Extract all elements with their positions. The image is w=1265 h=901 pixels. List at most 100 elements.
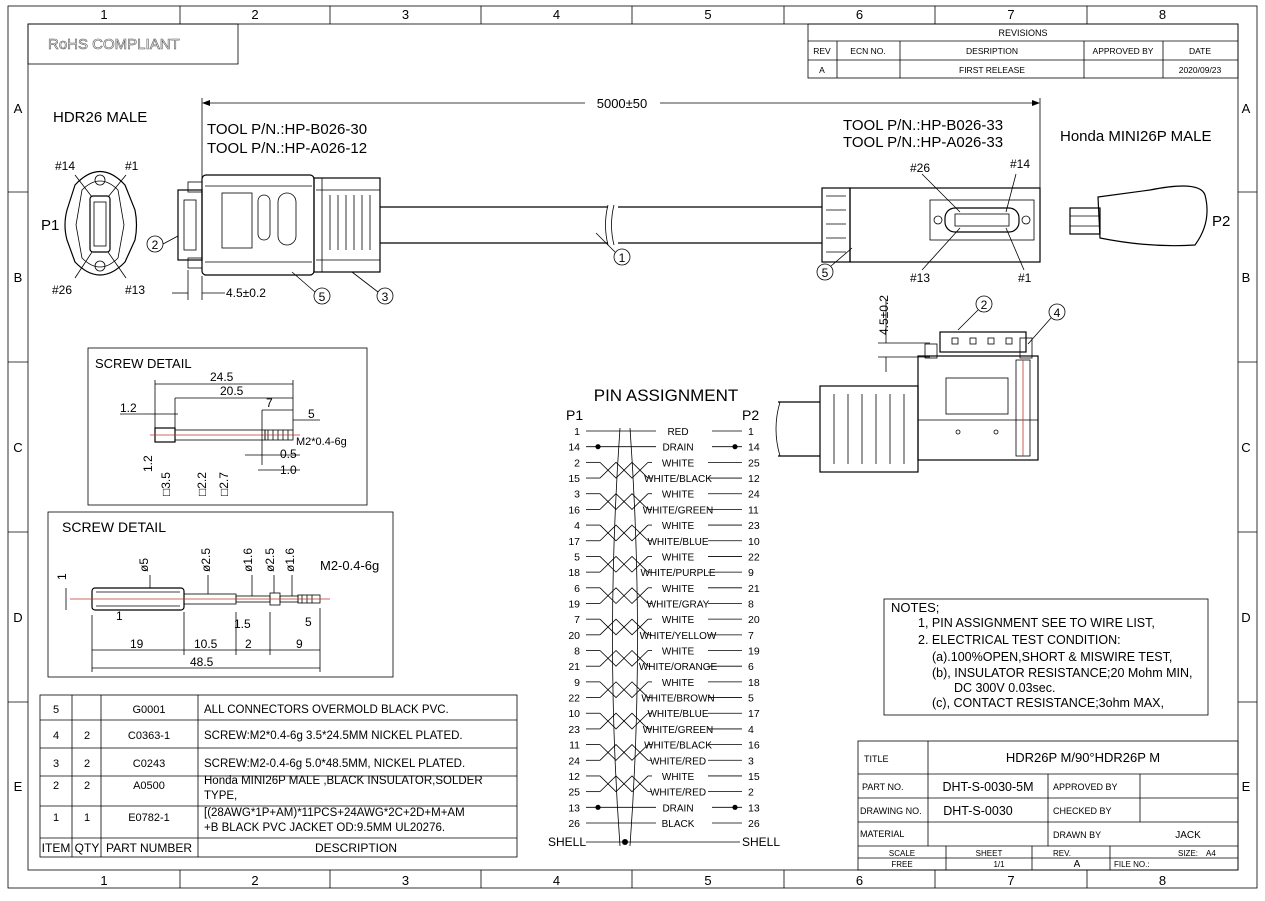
- note-line-2: 2. ELECTRICAL TEST CONDITION:: [918, 633, 1121, 647]
- pin-p1-number: 12: [568, 771, 580, 783]
- pin-p1-number: 7: [574, 614, 580, 626]
- rev-header-date: DATE: [1189, 46, 1211, 56]
- pin-p1-number: 2: [574, 457, 580, 469]
- p1-label: P1: [41, 217, 59, 234]
- twisted-pair-b: [599, 555, 649, 573]
- p2-tool1: TOOL P/N.:HP-B026-33: [843, 117, 1003, 134]
- pin-p1-number: 20: [568, 630, 580, 642]
- pin-wire-color: WHITE/RED: [650, 756, 706, 767]
- pin-wire-color: RED: [667, 427, 688, 438]
- p1-connector-face: #14 #1 #26 #13 P1: [41, 159, 145, 297]
- pin-p1-number: 9: [574, 677, 580, 689]
- pin-p2-number: 10: [748, 536, 760, 548]
- tb-rev: A: [1074, 859, 1081, 870]
- pin-p1-number: 16: [568, 504, 580, 516]
- pin-p1-number: 18: [568, 567, 580, 579]
- pin-wire-color: WHITE: [662, 772, 695, 783]
- cable-top-view: 5000±50 HDR26 MALE TOOL P/N.:HP-B026-30 …: [41, 96, 1230, 300]
- twisted-pair-b: [599, 712, 649, 730]
- screw1-dim-1-2: 1.2: [120, 401, 137, 415]
- overall-length-dim: 5000±50: [597, 96, 648, 111]
- tb-sheet: 1/1: [993, 860, 1005, 869]
- pin-p2-number: 25: [748, 457, 760, 469]
- frame-col-bottom-5: 5: [704, 873, 711, 888]
- pin-p1-label: P1: [566, 407, 583, 423]
- tb-file-no-label: FILE NO.:: [1114, 860, 1150, 869]
- twisted-pair-b: [599, 618, 649, 636]
- tb-scale: FREE: [891, 860, 912, 869]
- pin-p2-number: 12: [748, 473, 760, 485]
- tb-scale-label: SCALE: [889, 849, 915, 858]
- rev-row-desc: FIRST RELEASE: [959, 65, 1025, 75]
- bom-item: 4: [53, 730, 59, 742]
- pin-wire-color: DRAIN: [662, 803, 693, 814]
- screw2-title: SCREW DETAIL: [62, 519, 166, 535]
- pin-wire-color: WHITE/BLACK: [644, 474, 712, 485]
- bom-part-number: C0363-1: [128, 730, 170, 742]
- screw1-title: SCREW DETAIL: [95, 356, 192, 371]
- tb-title-label: TITLE: [864, 754, 889, 764]
- frame-row-left-B: B: [14, 270, 23, 285]
- pin-wire-color: WHITE: [662, 647, 695, 658]
- screw1-dim-20-5: 20.5: [220, 384, 244, 398]
- notes-box: NOTES; 1, PIN ASSIGNMENT SEE TO WIRE LIS…: [883, 598, 1209, 716]
- screw1-dim-1-0: 1.0: [280, 463, 297, 477]
- notes-title: NOTES;: [891, 600, 939, 615]
- bom-part-number: A0500: [133, 780, 165, 792]
- pin-p2-number: 9: [748, 567, 754, 579]
- pin-p1-number: 5: [574, 551, 580, 563]
- pin-wire-color: WHITE/BLACK: [644, 741, 712, 752]
- screw2-dim-10-5: 10.5: [194, 637, 218, 651]
- frame-row-right-C: C: [1241, 440, 1250, 455]
- pin-wire-color: WHITE/GRAY: [647, 599, 710, 610]
- twisted-pair-b: [599, 493, 649, 510]
- tb-drawn-by: JACK: [1175, 830, 1201, 841]
- pin-p1-number: 14: [568, 442, 580, 454]
- screw2-dim-19: 19: [130, 637, 144, 651]
- bom-desc-line2: +B BLACK PVC JACKET OD:9.5MM UL20276.: [204, 822, 445, 834]
- frame-row-right-E: E: [1242, 779, 1251, 794]
- screw2-dim-9: 9: [296, 637, 303, 651]
- p2-label: P2: [1212, 213, 1230, 230]
- bom-part-number: C0243: [133, 758, 165, 770]
- pin-p2-number: 20: [748, 614, 760, 626]
- rohs-label: RoHS COMPLIANT: [48, 36, 180, 53]
- frame-row-right-B: B: [1242, 270, 1251, 285]
- screw2-dim-1-5: 1.5: [234, 617, 251, 631]
- frame-col-top-1: 1: [100, 7, 107, 22]
- pin-wire-color: WHITE/BLUE: [647, 709, 708, 720]
- pin-wire-color: WHITE/GREEN: [643, 725, 714, 736]
- bom-part-number: G0001: [132, 704, 165, 716]
- twisted-pair-b: [599, 461, 649, 479]
- bom-item: 5: [53, 704, 59, 716]
- screw-detail-2: SCREW DETAIL ø5 ø2.5 ø1.6 ø2.5 ø1.6 M2-0…: [47, 511, 394, 678]
- frame-row-right-A: A: [1242, 101, 1251, 116]
- rev-row-rev: A: [819, 65, 825, 75]
- pin-wire-color: WHITE/BROWN: [641, 694, 714, 705]
- pin-p1-number: 23: [568, 724, 580, 736]
- p1-tool1: TOOL P/N.:HP-B026-30: [207, 121, 367, 138]
- title-block: TITLE HDR26P M/90°HDR26P M PART NO. DHT-…: [857, 740, 1239, 871]
- revisions-table: REVISIONS REV ECN NO. DESRIPTION APPROVE…: [807, 23, 1239, 79]
- balloon-3: 3: [382, 290, 389, 304]
- tb-drawing-no: DHT-S-0030: [943, 804, 1013, 818]
- bom-qty: 2: [84, 758, 90, 770]
- pin-wire-color: WHITE/RED: [650, 788, 706, 799]
- tb-title: HDR26P M/90°HDR26P M: [1006, 750, 1160, 765]
- bom-qty: 1: [84, 812, 90, 824]
- pin-p2-number: 21: [748, 583, 760, 595]
- tb-size: A4: [1206, 849, 1216, 858]
- pin-p2-number: 18: [748, 677, 760, 689]
- tb-part-no: DHT-S-0030-5M: [943, 780, 1034, 794]
- note-line-1: 1, PIN ASSIGNMENT SEE TO WIRE LIST,: [918, 616, 1155, 630]
- bom-header-desc: DESCRIPTION: [315, 841, 397, 855]
- frame-col-bottom-4: 4: [553, 873, 560, 888]
- revisions-title: REVISIONS: [998, 28, 1047, 38]
- note-line-4: (b), INSULATOR RESISTANCE;20 Mohm MIN,: [932, 666, 1192, 680]
- tb-part-no-label: PART NO.: [862, 782, 904, 792]
- screw1-dim-0-5: 0.5: [280, 447, 297, 461]
- twisted-pair-b: [599, 524, 649, 542]
- frame-col-bottom-7: 7: [1007, 873, 1014, 888]
